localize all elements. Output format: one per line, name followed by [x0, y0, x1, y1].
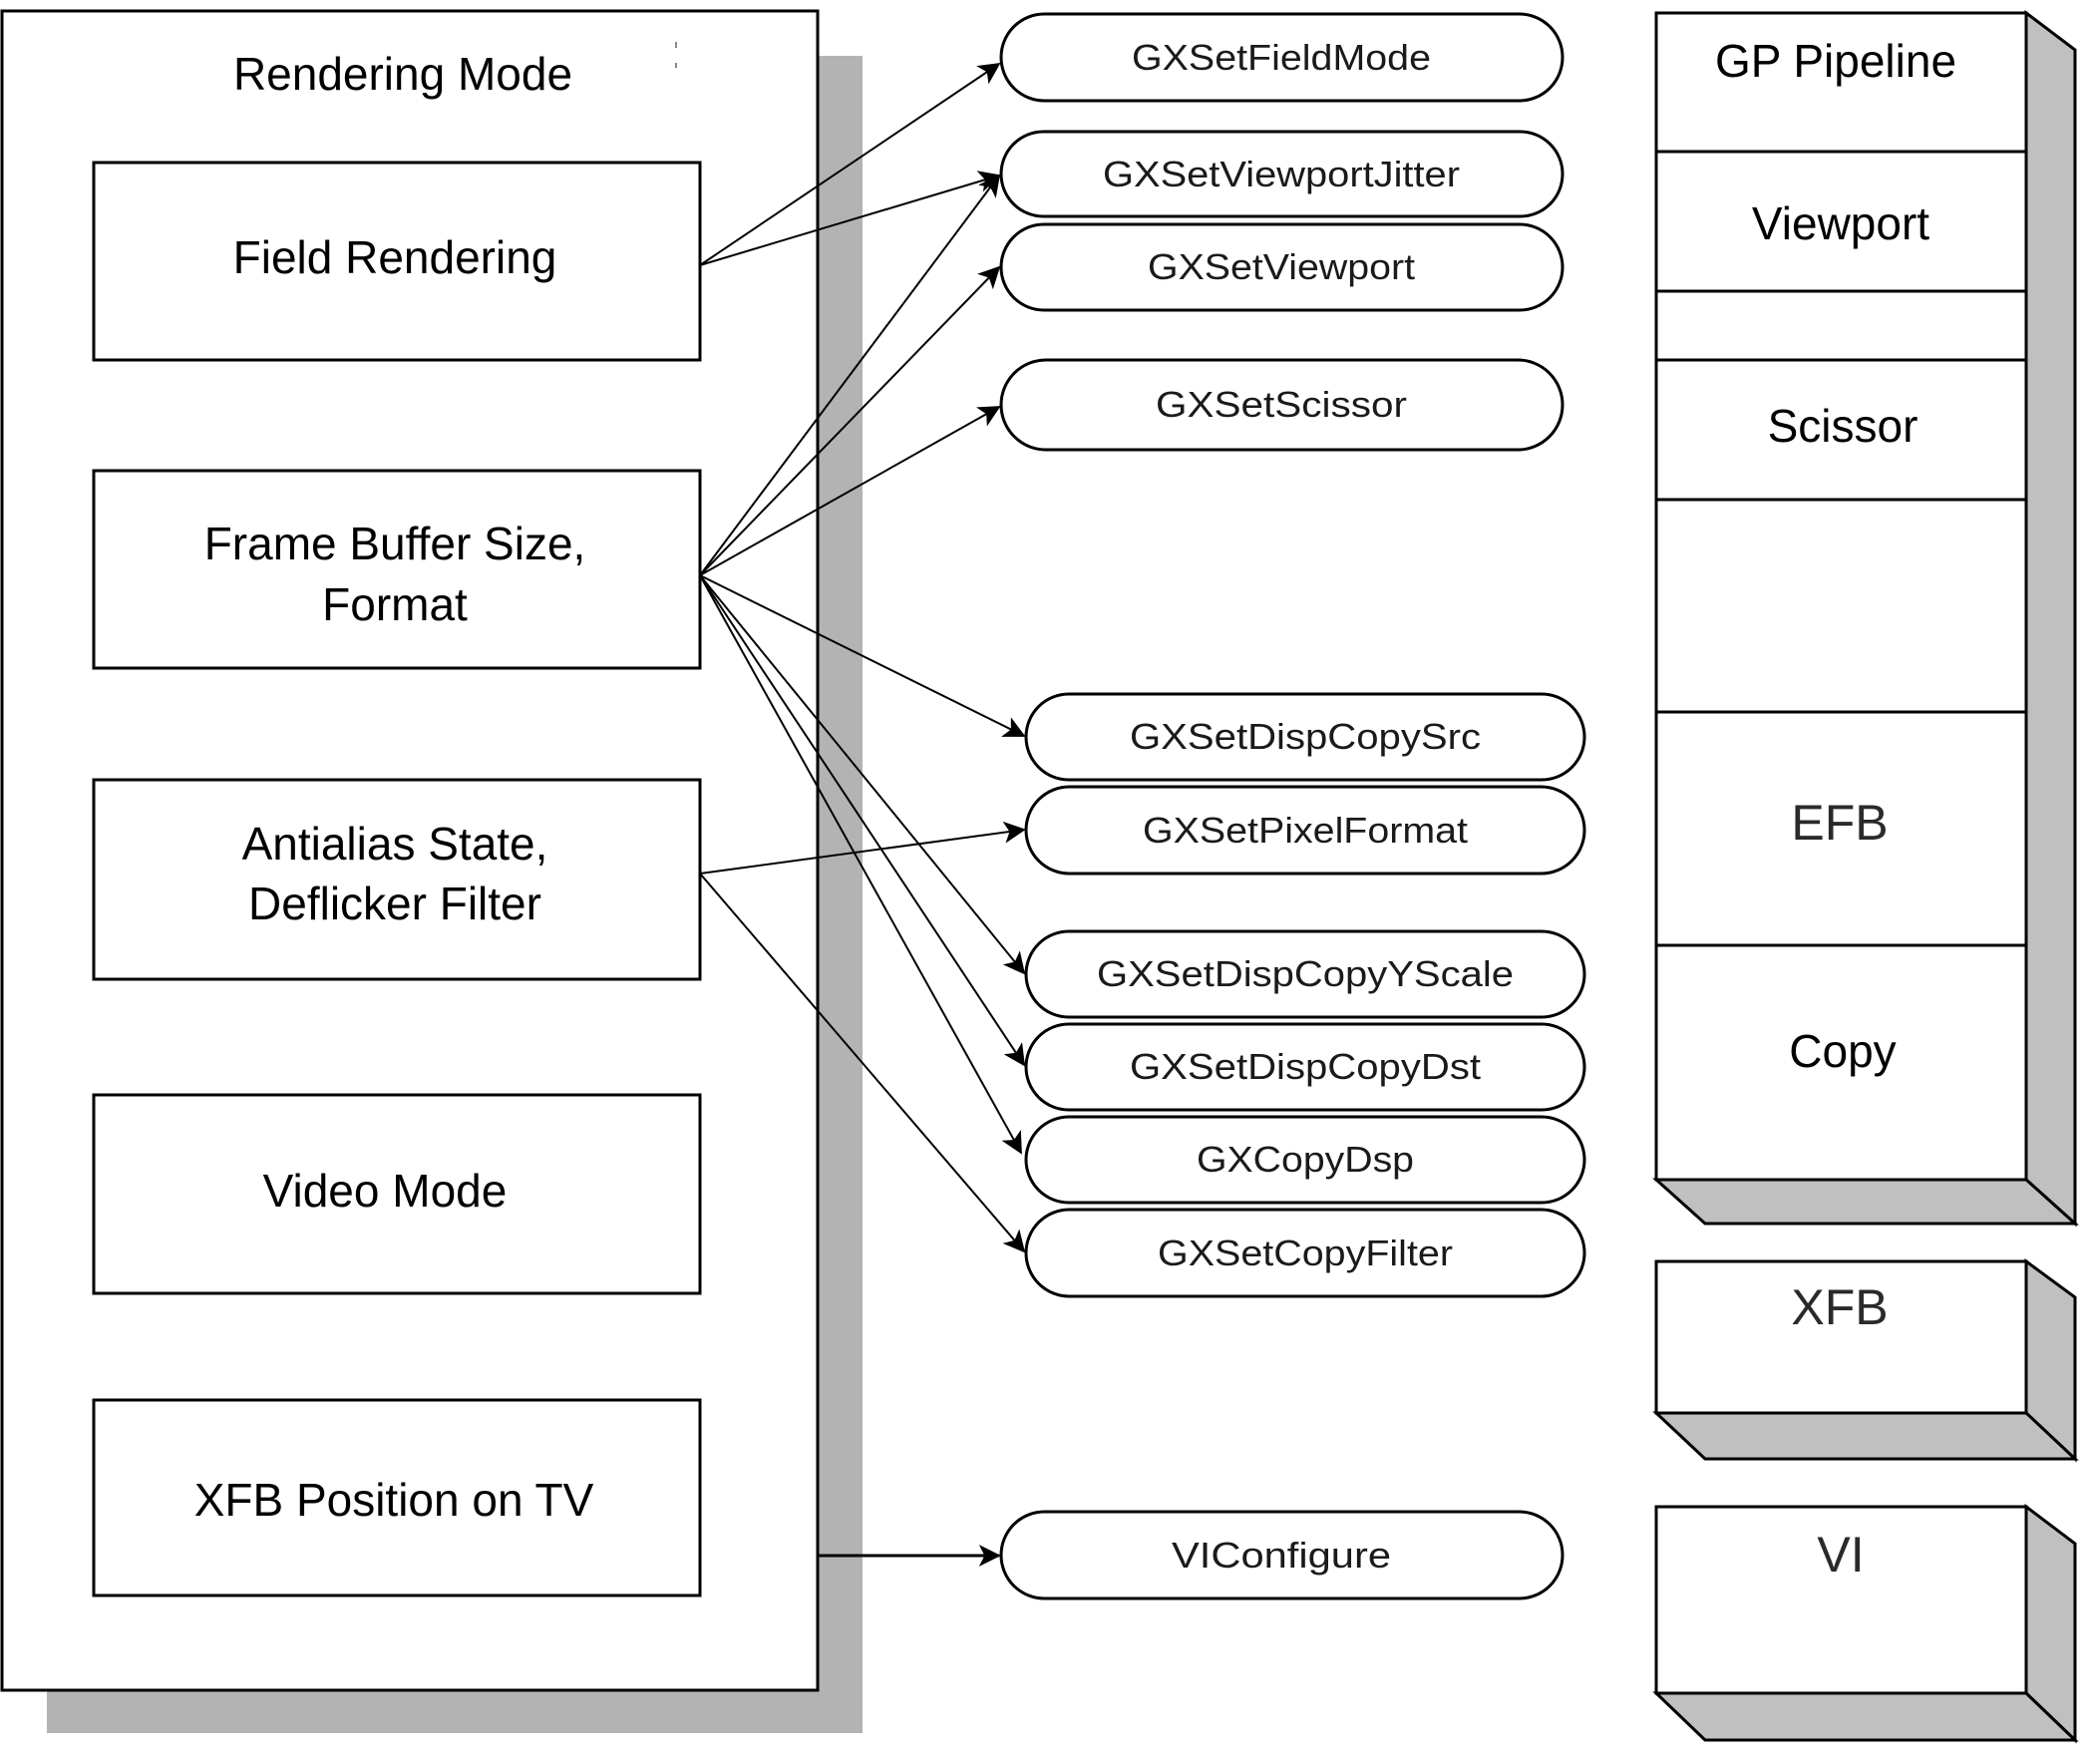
- function-pill-GXSetDispCopyYScale: GXSetDispCopyYScale: [1024, 929, 1586, 1019]
- arrow-antialias-to-GXSetCopyFilter: [699, 873, 1026, 1253]
- xfb-front-face: [1654, 1259, 2028, 1415]
- video-mode-box: Video Mode: [92, 1093, 702, 1295]
- xfb-position-label: XFB Position on TV: [194, 1474, 594, 1526]
- frame-buffer-label-line2: Format: [322, 578, 468, 630]
- function-label: GXSetViewportJitter: [1103, 154, 1460, 194]
- stack-front-face: [1654, 11, 2028, 1182]
- arrow-field-rendering-to-GXSetViewportJitter: [699, 171, 1001, 266]
- arrow-frame-buffer-to-GXSetDispCopySrc: [699, 574, 1026, 737]
- function-label: GXSetDispCopyYScale: [1097, 953, 1514, 994]
- vi-label: VI: [1817, 1527, 1864, 1583]
- function-pill-GXCopyDsp: GXCopyDsp: [1024, 1115, 1586, 1205]
- vi-block: VI: [1652, 1503, 2079, 1744]
- arrow-frame-buffer-to-GXSetDispCopyDst: [699, 574, 1026, 1067]
- function-label: GXSetScissor: [1156, 384, 1407, 425]
- scan-artifact: [675, 42, 677, 68]
- function-pill-GXSetCopyFilter: GXSetCopyFilter: [1024, 1208, 1586, 1298]
- function-pill-GXSetScissor: GXSetScissor: [999, 358, 1565, 452]
- function-list: GXSetFieldMode GXSetViewportJitter GXSet…: [999, 12, 1586, 1600]
- arrow-field-rendering-to-GXSetFieldMode: [699, 62, 1001, 266]
- function-label: GXSetCopyFilter: [1158, 1233, 1453, 1273]
- function-label: GXSetFieldMode: [1132, 37, 1431, 78]
- rendering-mode-panel: Rendering Mode Field Rendering Frame Buf…: [0, 9, 863, 1733]
- field-rendering-box: Field Rendering: [92, 161, 702, 362]
- panel-title: Rendering Mode: [233, 48, 572, 100]
- function-pill-GXSetFieldMode: GXSetFieldMode: [999, 12, 1565, 103]
- vi-front-face: [1654, 1505, 2028, 1695]
- frame-buffer-box: Frame Buffer Size, Format: [92, 469, 702, 670]
- antialias-label-line2: Deflicker Filter: [248, 878, 541, 929]
- stack-section-copy: Copy: [1789, 1025, 1896, 1077]
- video-mode-label: Video Mode: [263, 1165, 508, 1217]
- arrow-frame-buffer-to-GXSetDispCopyYScale: [699, 574, 1026, 975]
- stack-title: GP Pipeline: [1715, 35, 1956, 87]
- stack-section-viewport: Viewport: [1752, 197, 1929, 249]
- function-pill-VIConfigure: VIConfigure: [999, 1510, 1565, 1600]
- xfb-bottom-face: [1652, 1411, 2079, 1461]
- function-label: GXSetViewport: [1148, 246, 1415, 287]
- function-label: GXSetDispCopySrc: [1130, 716, 1481, 757]
- function-label: VIConfigure: [1172, 1535, 1391, 1576]
- arrow-frame-buffer-to-GXSetViewport: [699, 265, 1001, 576]
- arrow-frame-buffer-to-GXSetViewportJitter: [699, 174, 1001, 576]
- stack-section-scissor: Scissor: [1768, 400, 1918, 452]
- antialias-box: Antialias State, Deflicker Filter: [92, 778, 702, 981]
- function-pill-GXSetPixelFormat: GXSetPixelFormat: [1024, 785, 1586, 876]
- function-label: GXSetDispCopyDst: [1130, 1046, 1481, 1087]
- xfb-position-box: XFB Position on TV: [92, 1398, 702, 1597]
- stack-section-efb: EFB: [1791, 795, 1888, 851]
- arrow-frame-buffer-to-GXSetScissor: [699, 406, 1001, 576]
- arrow-frame-buffer-to-GXCopyDsp: [699, 574, 1022, 1155]
- function-pill-GXSetViewport: GXSetViewport: [999, 222, 1565, 312]
- xfb-block: XFB: [1652, 1258, 2079, 1463]
- function-pill-GXSetDispCopyDst: GXSetDispCopyDst: [1024, 1022, 1586, 1112]
- vi-bottom-face: [1652, 1691, 2079, 1742]
- arrow-antialias-to-GXSetPixelFormat: [699, 821, 1026, 875]
- function-label: GXCopyDsp: [1197, 1139, 1414, 1180]
- stack-side-face: [2024, 9, 2077, 1228]
- field-rendering-label: Field Rendering: [233, 231, 557, 283]
- xfb-label: XFB: [1791, 1279, 1888, 1335]
- connection-arrows: [699, 62, 1026, 1567]
- antialias-label-line1: Antialias State,: [242, 818, 548, 870]
- function-pill-GXSetDispCopySrc: GXSetDispCopySrc: [1024, 692, 1586, 782]
- function-label: GXSetPixelFormat: [1143, 810, 1468, 851]
- stack-bottom-face: [1652, 1178, 2079, 1226]
- function-pill-GXSetViewportJitter: GXSetViewportJitter: [999, 130, 1565, 218]
- gp-pipeline-stack: GP Pipeline Viewport Scissor EFB Copy: [1652, 9, 2079, 1228]
- frame-buffer-label-line1: Frame Buffer Size,: [204, 518, 586, 569]
